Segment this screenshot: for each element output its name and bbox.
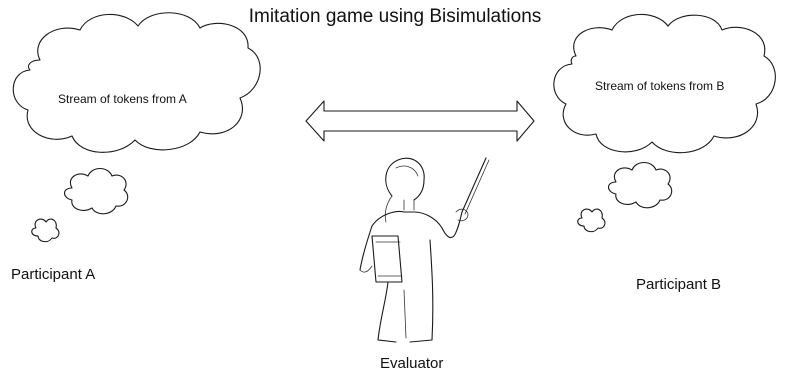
evaluator-label: Evaluator	[380, 355, 444, 372]
diagram-title: Imitation game using Bisimulations	[248, 6, 542, 27]
thought-text-a: Stream of tokens from A	[58, 92, 187, 106]
thought-text-b: Stream of tokens from B	[595, 79, 725, 93]
evaluator-figure-icon	[359, 157, 490, 343]
participant-b-label: Participant B	[636, 276, 722, 293]
thought-cloud-b-icon	[553, 13, 776, 233]
participant-a-label: Participant A	[11, 266, 96, 283]
thought-cloud-a-icon	[12, 12, 261, 243]
double-arrow-icon	[305, 100, 535, 142]
